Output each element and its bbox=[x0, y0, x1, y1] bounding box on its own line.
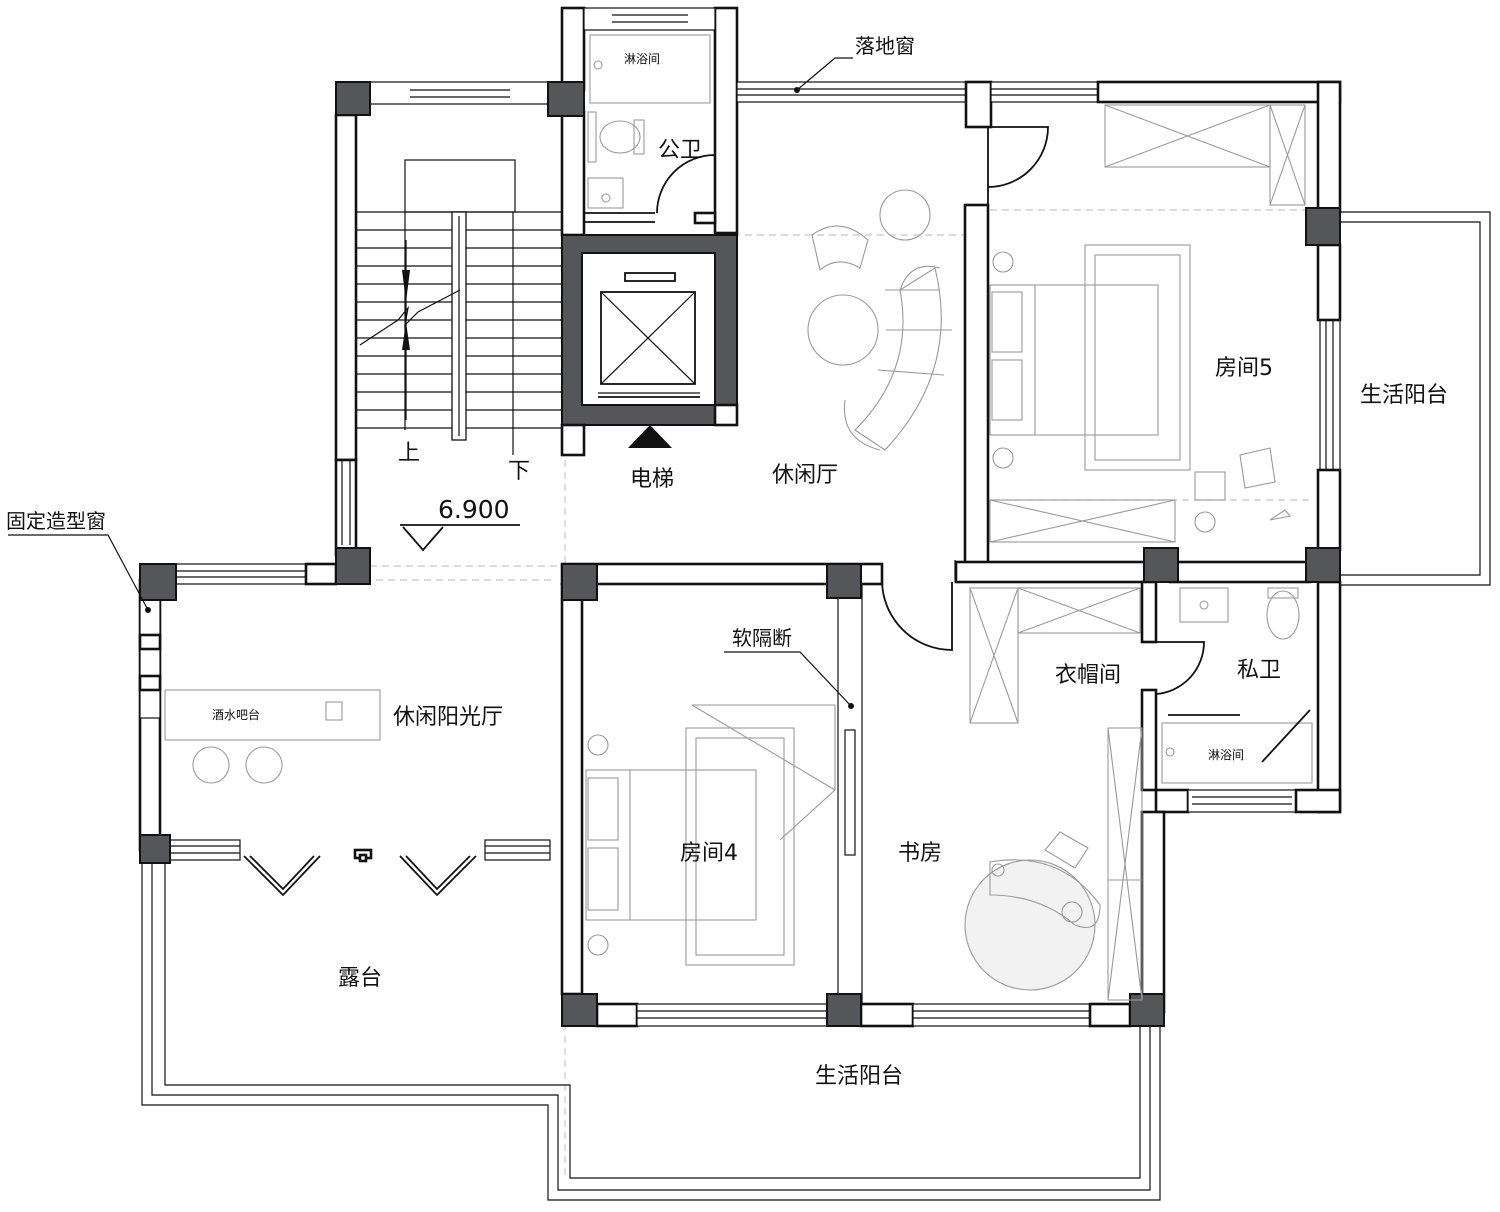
lounge-furniture bbox=[807, 189, 952, 451]
columns bbox=[139, 81, 1341, 1027]
private-bath-fixtures bbox=[1161, 587, 1313, 784]
doors bbox=[656, 126, 1205, 695]
label-balcony-south: 生活阳台 bbox=[815, 1064, 903, 1089]
label-balcony-east: 生活阳台 bbox=[1360, 383, 1448, 408]
label-elevator: 电梯 bbox=[630, 467, 674, 492]
label-room4: 房间4 bbox=[680, 841, 738, 866]
elevator-car bbox=[598, 272, 700, 448]
annotations: 落地窗 固定造型窗 软隔断 bbox=[6, 34, 915, 709]
cloakroom-fixtures bbox=[969, 587, 1143, 1001]
label-public-bath: 公卫 bbox=[658, 138, 702, 163]
public-bath-fixtures bbox=[587, 34, 711, 209]
label-study: 书房 bbox=[898, 841, 942, 866]
walls bbox=[138, 6, 1342, 1028]
label-terrace: 露台 bbox=[338, 966, 382, 991]
staircase[interactable] bbox=[356, 159, 562, 455]
label-bar: 酒水吧台 bbox=[212, 707, 260, 722]
bar-counter bbox=[164, 689, 381, 784]
room5-furniture bbox=[989, 104, 1306, 543]
label-shower-2: 淋浴间 bbox=[1208, 748, 1244, 762]
label-lounge: 休闲厅 bbox=[772, 463, 838, 488]
elevator-entry-arrow-icon bbox=[628, 425, 672, 448]
room4-furniture bbox=[585, 704, 836, 966]
label-fixed-window: 固定造型窗 bbox=[6, 509, 106, 533]
label-cloakroom: 衣帽间 bbox=[1055, 663, 1121, 688]
label-sun-lounge: 休闲阳光厅 bbox=[393, 705, 503, 730]
terrace-outline bbox=[141, 211, 1491, 1201]
label-floor-window: 落地窗 bbox=[855, 34, 915, 58]
label-room5: 房间5 bbox=[1215, 356, 1273, 381]
label-private-bath: 私卫 bbox=[1237, 658, 1281, 683]
level-marker: 6.900 bbox=[400, 495, 520, 552]
label-soft-partition: 软隔断 bbox=[732, 626, 792, 650]
study-furniture bbox=[964, 831, 1101, 991]
label-stair-down: 下 bbox=[508, 459, 530, 484]
room-labels: 淋浴间 公卫 上 下 电梯 休闲厅 房间5 生活阳台 休闲阳光厅 酒水吧台 房间… bbox=[212, 52, 1448, 1089]
label-shower-1: 淋浴间 bbox=[624, 52, 660, 66]
label-stair-up: 上 bbox=[398, 441, 420, 466]
level-value: 6.900 bbox=[438, 495, 510, 524]
